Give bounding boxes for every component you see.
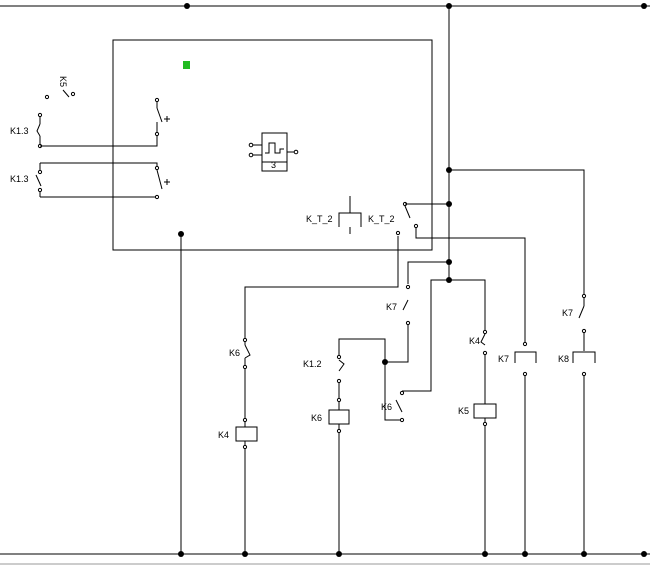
kt2-contact [395, 201, 419, 236]
box-contact-upper [154, 97, 170, 137]
subcircuit-box [112, 39, 433, 251]
k1-3-contact-upper [36, 112, 43, 149]
timer-number: 3 [271, 160, 276, 170]
k6-left-label: K6 [229, 348, 240, 358]
k6-coil [328, 397, 350, 434]
k1-3-lower-wires [40, 162, 158, 198]
timer-block: 3 [248, 132, 299, 172]
k7-contact-right [578, 293, 587, 351]
kt2-contact-label: K_T_2 [368, 214, 395, 224]
junction-dots [178, 3, 647, 557]
k1-2-label: K1.2 [303, 359, 322, 369]
k7-coil [514, 341, 537, 554]
k4-contact [480, 329, 488, 356]
box-contact-lower [154, 165, 170, 200]
k1-3-label-lower: K1.3 [10, 174, 29, 184]
k5-top-label: K5 [58, 76, 68, 87]
k5-coil-label: K5 [458, 406, 469, 416]
k1-3-contact-lower [35, 163, 43, 197]
k1-2-contact [336, 354, 345, 384]
k7-mid-label: K7 [386, 302, 397, 312]
k4-coil [235, 417, 258, 450]
k7-to-junction [385, 325, 409, 363]
k8-coil [572, 351, 596, 554]
k6-mid-label: K6 [381, 402, 392, 412]
kt2-coil-label: K_T_2 [306, 214, 333, 224]
k8-coil-label: K8 [558, 354, 569, 364]
k6-coil-label: K6 [311, 413, 322, 423]
k7-contact-mid [402, 284, 411, 326]
k4-coil-label: K4 [218, 430, 229, 440]
status-indicator [183, 61, 190, 69]
k1-3-label-upper: K1.3 [10, 126, 29, 136]
k6-contact-mid [395, 390, 405, 423]
kt2-wire-right [415, 228, 526, 342]
k1-3-upper-wire [40, 135, 158, 147]
kt2-to-k6-wire [244, 236, 399, 338]
k4-contact-label: K4 [469, 336, 480, 346]
kt2-coil [338, 196, 362, 234]
k7-coil-label: K7 [498, 354, 509, 364]
k5-top-contact [44, 89, 76, 100]
k6-mid-return [402, 279, 486, 392]
k5-coil [473, 403, 497, 427]
k6-contact-left [242, 337, 251, 370]
junction-wires [338, 338, 402, 421]
bus-to-k8 [449, 169, 585, 294]
k7-right-label: K7 [562, 308, 573, 318]
k7-mid-wire [407, 261, 449, 284]
